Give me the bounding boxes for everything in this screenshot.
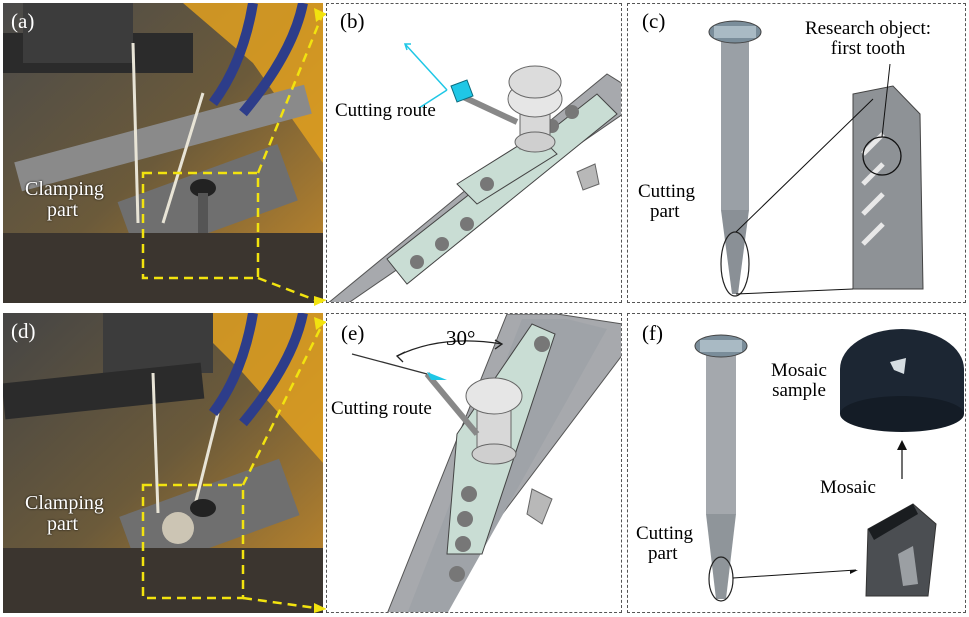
research-object-caption: Research object: first tooth [768,18,965,59]
panel-a-photo: (a) Clamping part [3,3,323,303]
machine-photo-d [3,313,323,613]
screw-photo-f [694,329,964,602]
cutting-part-f-line2: part [648,542,678,564]
fixture-drawing-b [328,43,621,302]
panel-b: (b) Cutting route [326,3,622,303]
panel-c: (c) Research object: first tooth Cutting… [627,3,966,303]
cutting-part-f-line1: Cutting [636,523,694,544]
clamping-part-caption-d: Clamping part [25,493,104,535]
panel-e: (e) 30° Cutting route [326,313,622,613]
research-object-line2: first tooth [830,37,906,59]
clamping-d-line2: part [47,513,79,535]
panel-d-label: (d) [11,319,36,343]
panel-d-photo: (d) Clamping part [3,313,323,613]
clamping-caption-line1: Clamping [25,178,104,200]
cutting-route-caption-b: Cutting route [335,100,436,121]
mosaic-sample-line2: sample [772,379,826,401]
cutting-part-c-line2: part [650,200,680,222]
clamping-part-caption-a: Clamping part [25,179,104,221]
panel-e-label: (e) [341,321,365,345]
fixture-drawing-e [351,314,621,612]
mosaic-sample-line1: Mosaic [771,360,827,381]
cutting-part-c-line1: Cutting [638,181,696,202]
clamping-d-line1: Clamping [25,492,104,514]
panel-f: (f) Mosaic sample Mosaic Cutting part [627,313,966,613]
panel-f-label: (f) [642,321,663,345]
research-object-line1: Research object: [804,18,932,39]
machine-photo-a [3,3,323,303]
clamping-caption-line2: part [47,199,79,221]
cutting-part-caption-f: Cutting part [636,524,693,564]
angle-label: 30° [446,326,476,350]
panel-c-label: (c) [642,9,666,33]
cutting-part-caption-c: Cutting part [638,182,695,222]
mosaic-caption: Mosaic [820,477,876,498]
mosaic-sample-caption: Mosaic sample [756,361,842,401]
panel-b-label: (b) [340,9,365,33]
panel-a-label: (a) [11,9,35,33]
cutting-route-caption-e: Cutting route [331,398,432,419]
screw-photo-c [708,20,924,297]
